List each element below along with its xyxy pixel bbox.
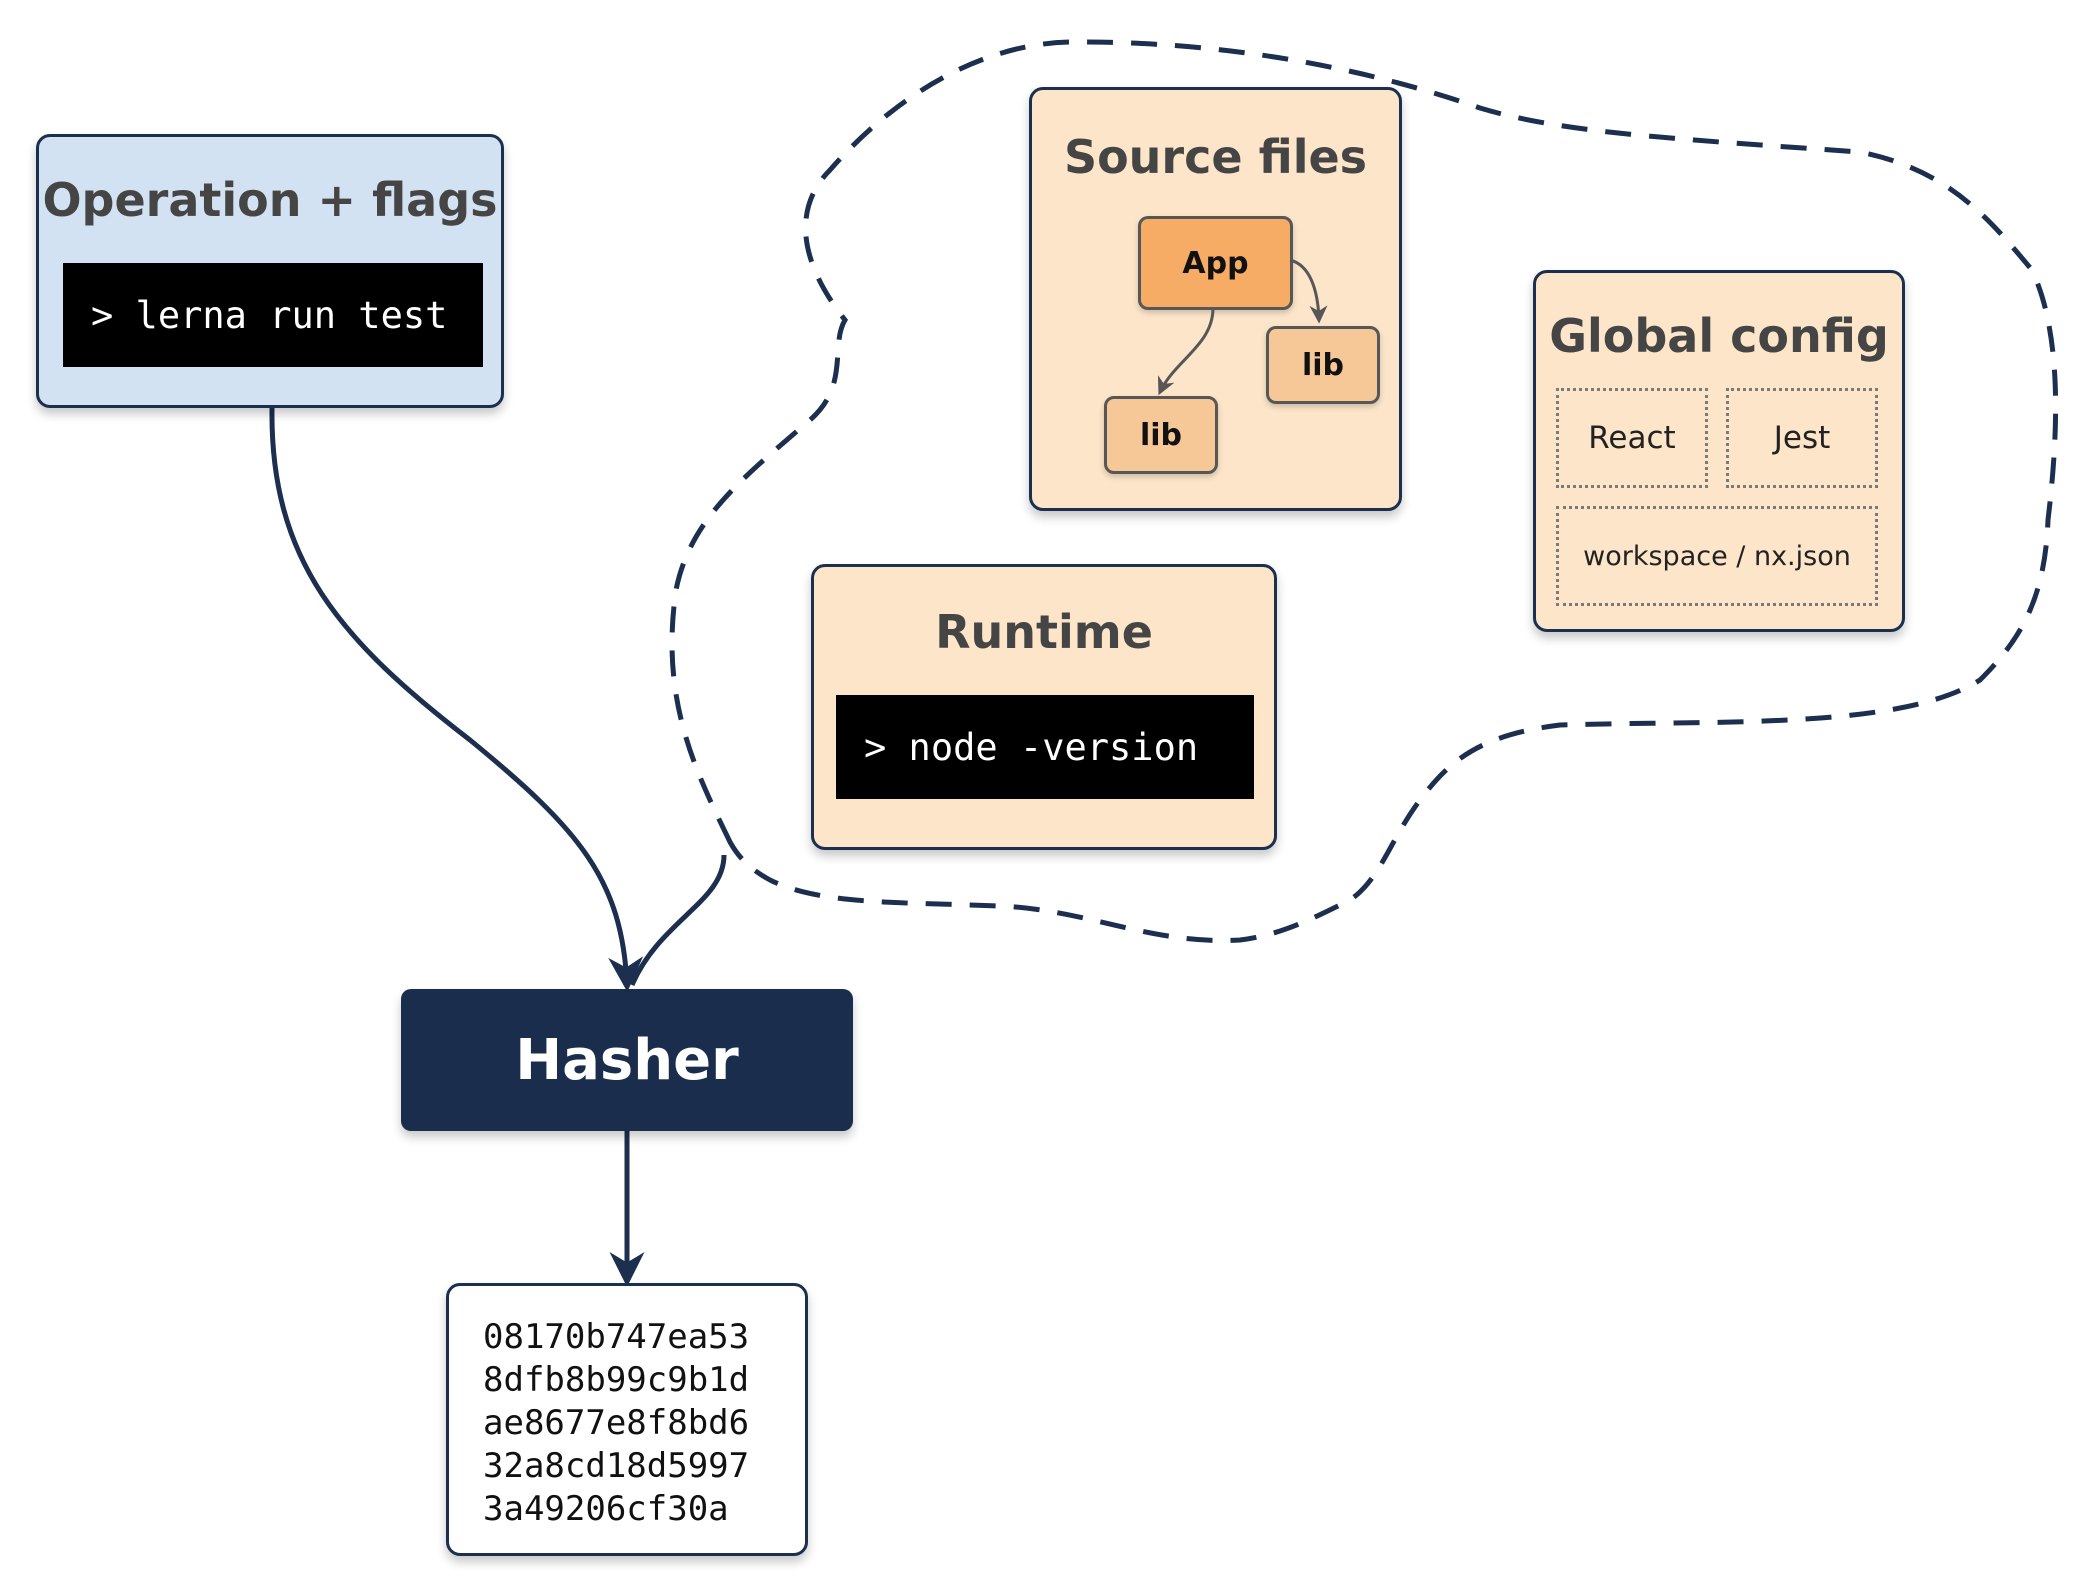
- runtime-panel: Runtime > node -version: [811, 564, 1277, 850]
- arrow-operation-to-hasher: [269, 407, 644, 992]
- global-config-panel: Global config React Jest workspace / nx.…: [1533, 270, 1905, 632]
- lib-node-left: lib: [1104, 396, 1218, 474]
- hash-line: ae8677e8f8bd6: [483, 1403, 750, 1443]
- hash-line: 08170b747ea53: [483, 1317, 750, 1357]
- lib-node-right: lib: [1266, 326, 1380, 404]
- operation-flags-panel: Operation + flags > lerna run test: [36, 134, 504, 408]
- runtime-title: Runtime: [935, 605, 1153, 659]
- hash-line: 32a8cd18d5997: [483, 1446, 750, 1486]
- react-config-item: React: [1556, 388, 1708, 488]
- operation-flags-title: Operation + flags: [42, 173, 498, 227]
- app-node: App: [1138, 216, 1293, 310]
- source-files-title: Source files: [1063, 130, 1368, 184]
- operation-command-terminal: > lerna run test: [63, 263, 483, 367]
- hash-output-box: 08170b747ea53 8dfb8b99c9b1d ae8677e8f8bd…: [446, 1283, 808, 1556]
- hash-line: 8dfb8b99c9b1d: [483, 1360, 750, 1400]
- workspace-config-item: workspace / nx.json: [1556, 506, 1878, 606]
- arrow-inputs-to-hasher: [629, 854, 727, 986]
- hasher-block: Hasher: [401, 989, 853, 1131]
- source-files-panel: Source files App lib lib: [1029, 87, 1402, 511]
- hash-line: 3a49206cf30a: [483, 1489, 729, 1529]
- jest-config-item: Jest: [1726, 388, 1878, 488]
- runtime-command-terminal: > node -version: [836, 695, 1254, 799]
- global-config-title: Global config: [1549, 309, 1889, 363]
